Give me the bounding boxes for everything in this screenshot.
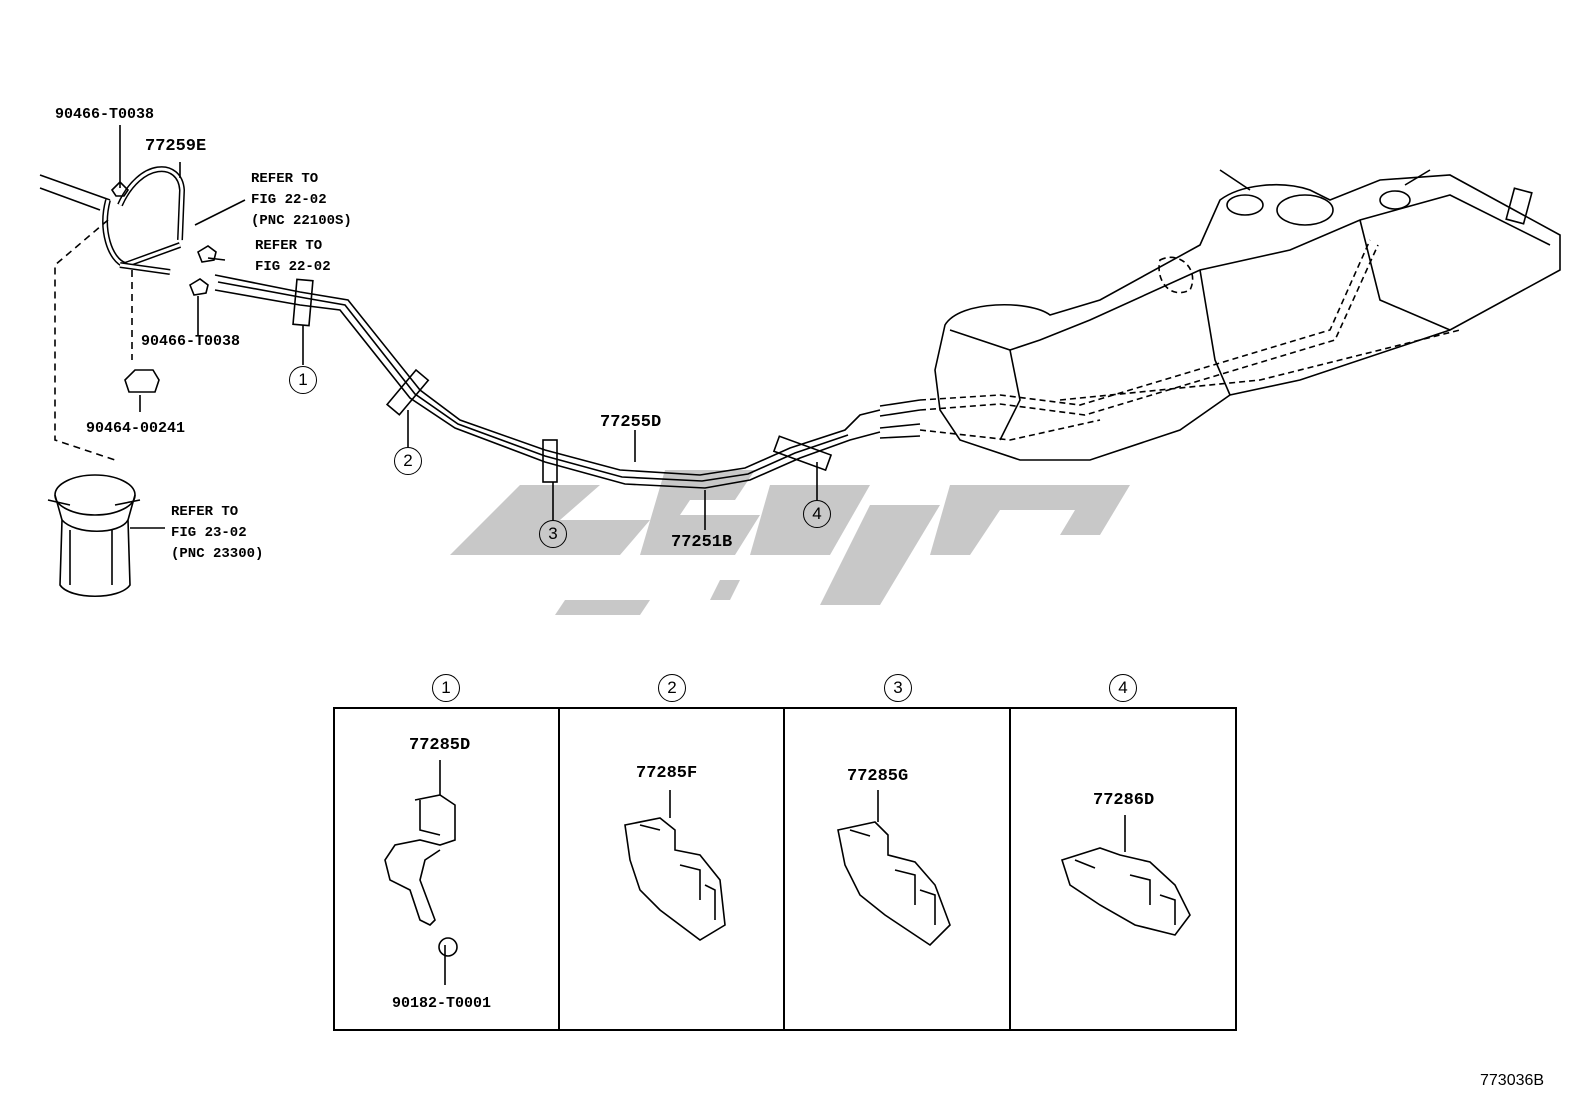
part-label-77285d: 77285D	[409, 736, 471, 755]
part-label-77285g: 77285G	[847, 767, 909, 786]
part-label-90466-top: 90466-T0038	[55, 106, 155, 123]
refer-note-1-line2: FIG 22-02	[251, 192, 327, 208]
callout-2[interactable]: 2	[394, 447, 422, 475]
refer-note-3-line1: REFER TO	[171, 504, 239, 520]
refer-note-2-line2: FIG 22-02	[255, 259, 331, 275]
detail-callout-3: 3	[884, 674, 912, 702]
part-label-90464: 90464-00241	[86, 420, 186, 437]
callout-1[interactable]: 1	[289, 366, 317, 394]
part-label-77285f: 77285F	[636, 764, 698, 783]
refer-note-3-line3: (PNC 23300)	[171, 546, 264, 562]
part-label-90182: 90182-T0001	[392, 995, 492, 1012]
refer-note-1-line1: REFER TO	[251, 171, 319, 187]
callout-4[interactable]: 4	[803, 500, 831, 528]
refer-note-1-line3: (PNC 22100S)	[251, 213, 352, 229]
part-label-77259e: 77259E	[145, 137, 207, 156]
detail-callout-1: 1	[432, 674, 460, 702]
refer-note-3-line2: FIG 23-02	[171, 525, 247, 541]
refer-note-1: REFER TO FIG 22-02 (PNC 22100S)	[251, 169, 352, 232]
part-label-77255d: 77255D	[600, 413, 662, 432]
refer-note-2: REFER TO FIG 22-02	[255, 236, 331, 278]
figure-code: 773036B	[1480, 1072, 1545, 1089]
callout-3[interactable]: 3	[539, 520, 567, 548]
part-label-77251b: 77251B	[671, 533, 733, 552]
refer-note-2-line1: REFER TO	[255, 238, 323, 254]
part-label-90466-mid: 90466-T0038	[141, 333, 241, 350]
detail-callout-4: 4	[1109, 674, 1137, 702]
detail-callout-2: 2	[658, 674, 686, 702]
refer-note-3: REFER TO FIG 23-02 (PNC 23300)	[171, 502, 263, 565]
part-label-77286d: 77286D	[1093, 791, 1155, 810]
